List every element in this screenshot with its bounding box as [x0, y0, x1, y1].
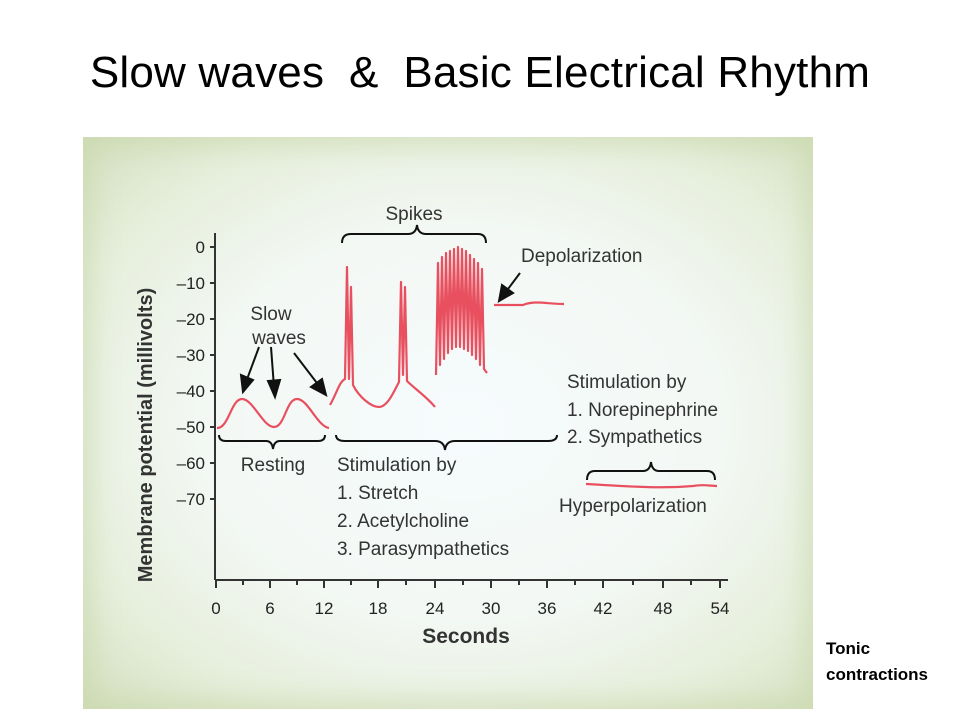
spikes-brace: [341, 224, 487, 244]
figure-panel: Membrane potential (millivolts) 0 –10 –2…: [83, 137, 813, 709]
y-tick-label-6: –60: [177, 454, 205, 473]
x-tick-label-48: 48: [654, 599, 673, 618]
tonic-contractions-note: Tonic contractions: [826, 639, 929, 684]
resting-label: Resting: [241, 455, 305, 476]
y-tick-label-7: –70: [177, 490, 205, 509]
y-tick-label-1: –10: [177, 274, 205, 293]
x-tick-label-6: 6: [265, 599, 274, 618]
y-tick-labels: 0 –10 –20 –30 –40 –50 –60 –70: [177, 238, 205, 509]
stimulation-2-item-1: 1. Norepinephrine: [567, 400, 718, 421]
slow-wave-arrowhead-2: [266, 378, 282, 400]
stimulation-1-item-1: 1. Stretch: [337, 483, 418, 504]
resting-brace: [218, 434, 326, 450]
x-tick-label-0: 0: [211, 599, 220, 618]
slow-waves-label-line2: waves: [251, 328, 306, 349]
x-tick-label-36: 36: [538, 599, 557, 618]
spikes-label: Spikes: [385, 204, 442, 225]
stimulation-1-item-3: 3. Parasympathetics: [337, 539, 509, 560]
stimulation-brace: [335, 434, 558, 451]
depolarization-arrowhead: [497, 283, 515, 303]
acetylcholine-burst-trace: [434, 245, 488, 376]
x-tick-label-18: 18: [369, 599, 388, 618]
hyperpolarization-brace: [586, 461, 716, 481]
y-tick-label-0: 0: [196, 238, 205, 257]
x-tick-label-54: 54: [711, 599, 730, 618]
y-tick-label-4: –40: [177, 382, 205, 401]
x-tick-label-12: 12: [315, 599, 334, 618]
y-axis-label: Membrane potential (millivolts): [135, 288, 157, 582]
slow-waves-label-line1: Slow: [250, 304, 291, 325]
stimulation-2-title: Stimulation by: [567, 372, 687, 393]
hyperpolarization-trace: [585, 482, 718, 489]
y-axis-ticks: [210, 246, 215, 500]
slow-wave-arrow-1: [245, 346, 260, 383]
x-tick-label-24: 24: [426, 599, 445, 618]
x-tick-labels: 0 6 12 18 24 30 36 42 48 54: [211, 599, 729, 618]
stimulation-1-title: Stimulation by: [337, 455, 457, 476]
membrane-potential-diagram: Membrane potential (millivolts) 0 –10 –2…: [135, 204, 729, 648]
depolarization-label: Depolarization: [521, 246, 642, 267]
depolarization-trace: [494, 301, 565, 307]
braces: [218, 224, 716, 481]
slow-wave-arrowhead-3: [309, 377, 328, 397]
x-axis-ticks: [215, 580, 721, 588]
hyperpolarization-label: Hyperpolarization: [559, 496, 707, 517]
slow-wave-arrow-3: [293, 352, 321, 388]
x-tick-label-42: 42: [594, 599, 613, 618]
annotation-arrows: [239, 272, 521, 400]
potential-traces: [216, 245, 718, 489]
stretch-slow-wave-spike-trace: [329, 265, 436, 409]
stimulation-1-item-2: 2. Acetylcholine: [337, 511, 469, 532]
resting-slow-wave-trace: [216, 397, 330, 430]
y-tick-label-5: –50: [177, 418, 205, 437]
slow-wave-arrowhead-1: [239, 373, 255, 395]
annotation-labels: Spikes Slow waves Depolarization Resting…: [241, 204, 718, 560]
axes: [214, 233, 728, 581]
slide-title: Slow waves & Basic Electrical Rhythm: [89, 48, 871, 97]
stimulation-2-item-2: 2. Sympathetics: [567, 427, 702, 448]
x-axis-label: Seconds: [422, 625, 510, 648]
y-tick-label-2: –20: [177, 310, 205, 329]
x-tick-label-30: 30: [482, 599, 501, 618]
y-tick-label-3: –30: [177, 346, 205, 365]
